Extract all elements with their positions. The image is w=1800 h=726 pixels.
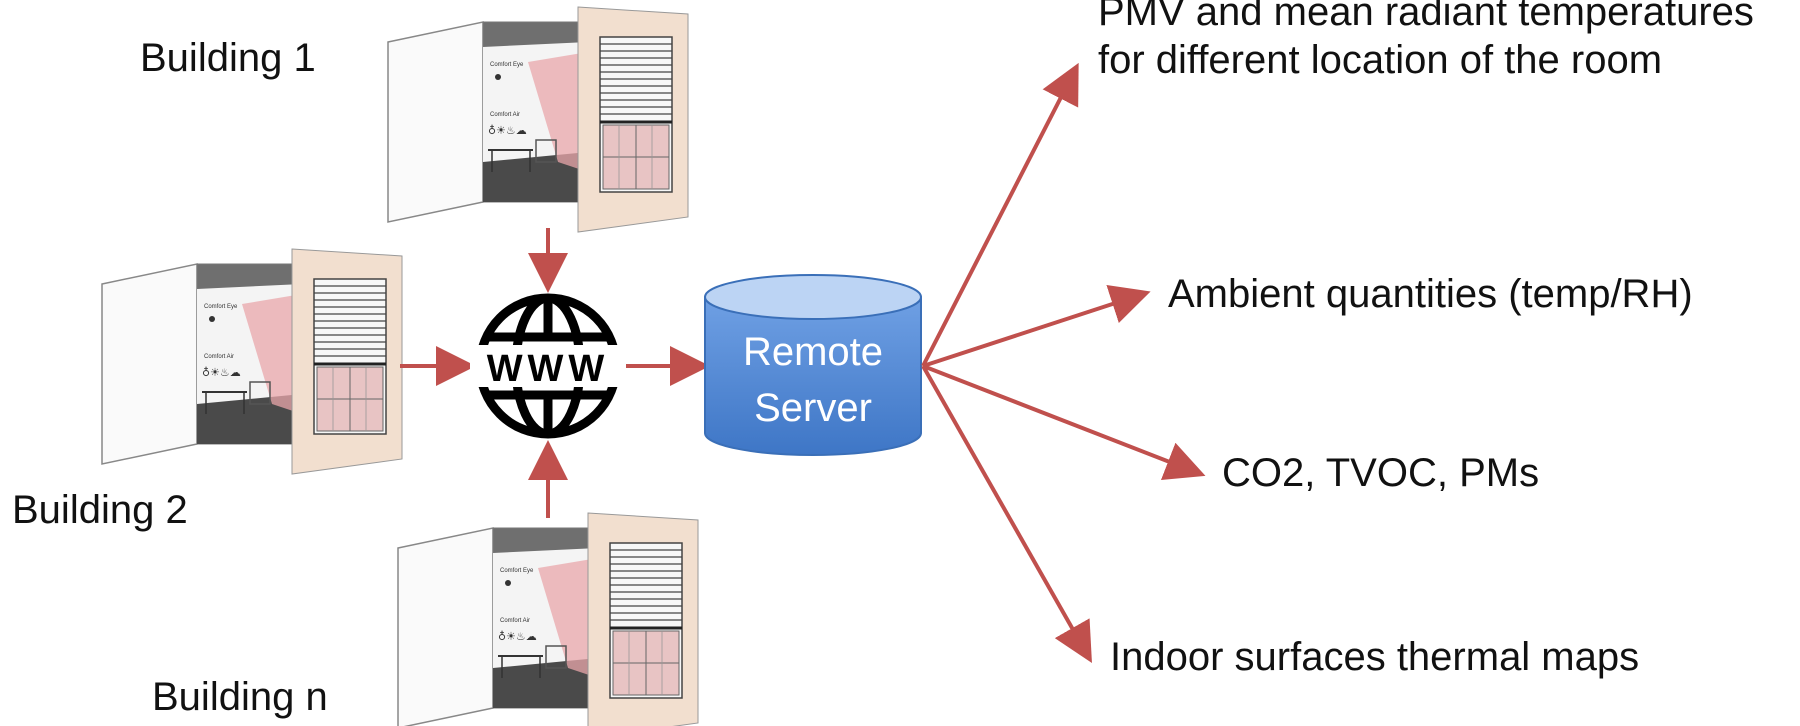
output-pmv-label: PMV and mean radiant temperatures for di… xyxy=(1098,0,1754,82)
building-n-room xyxy=(396,511,700,726)
www-text: WWW xyxy=(487,348,610,390)
arrow-server-to-pmv xyxy=(921,62,1079,367)
arrow-server-to-ambient xyxy=(922,284,1151,368)
sensor-label: Comfort Eye xyxy=(204,304,238,310)
server-label-line2: Server xyxy=(754,386,872,430)
output-co2-label: CO2, TVOC, PMs xyxy=(1222,451,1540,495)
remote-server-cylinder: Remote Server xyxy=(704,274,922,456)
sensor-label: Comfort Eye xyxy=(490,62,524,68)
sensor-label: Comfort Air xyxy=(204,354,234,360)
building-1-label: Building 1 xyxy=(140,36,316,80)
building-2-room xyxy=(100,247,404,476)
sensor-label: Comfort Eye xyxy=(500,568,534,574)
sensor-label: Comfort Air xyxy=(500,618,530,624)
building-2-label: Building 2 xyxy=(12,488,188,532)
building-1-room xyxy=(386,5,690,234)
www-globe-icon: WWW xyxy=(470,293,626,439)
output-thermal-maps-label: Indoor surfaces thermal maps xyxy=(1110,635,1640,679)
building-n-label: Building n xyxy=(152,675,328,719)
server-label-line1: Remote xyxy=(743,330,883,374)
output-ambient-label: Ambient quantities (temp/RH) xyxy=(1168,272,1693,316)
arrow-server-to-thermal-maps xyxy=(921,365,1092,663)
sensor-label: Comfort Air xyxy=(490,112,520,118)
arrow-server-to-co2 xyxy=(922,364,1206,481)
